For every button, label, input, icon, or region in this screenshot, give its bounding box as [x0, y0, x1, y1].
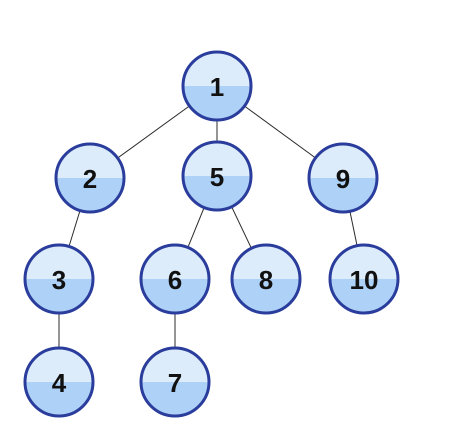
- tree-node-4: 4: [23, 346, 95, 418]
- node-label-2: 2: [83, 164, 97, 194]
- node-label-10: 10: [350, 265, 379, 295]
- node-label-9: 9: [336, 164, 350, 194]
- node-label-7: 7: [168, 368, 182, 398]
- tree-node-3: 3: [23, 243, 95, 315]
- tree-node-10: 10: [328, 243, 400, 315]
- node-label-6: 6: [168, 265, 182, 295]
- tree-node-8: 8: [230, 243, 302, 315]
- edge-layer: [58, 85, 365, 382]
- node-label-4: 4: [52, 368, 67, 398]
- tree-node-5: 5: [181, 140, 253, 212]
- tree-node-7: 7: [139, 346, 211, 418]
- tree-node-2: 2: [54, 142, 126, 214]
- node-label-3: 3: [52, 265, 66, 295]
- node-layer: 1 2 5 9 3 6 8 10: [23, 50, 400, 418]
- tree-node-1: 1: [181, 50, 253, 122]
- tree-node-9: 9: [307, 142, 379, 214]
- node-label-5: 5: [210, 162, 224, 192]
- node-label-1: 1: [210, 72, 224, 102]
- node-label-8: 8: [259, 265, 273, 295]
- tree-node-6: 6: [139, 243, 211, 315]
